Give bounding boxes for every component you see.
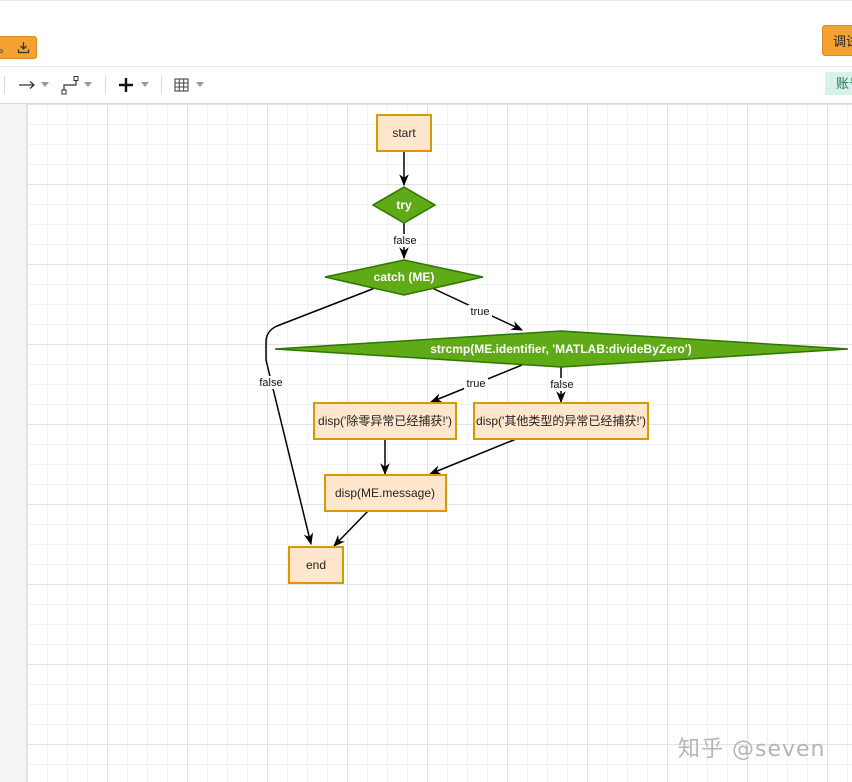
table-grid-icon[interactable] (173, 75, 191, 95)
watermark: 知乎 @seven (678, 737, 826, 762)
node-disp-other-label: disp('其他类型的异常已经捕获!') (476, 413, 646, 428)
edge-disp-msg-end[interactable] (333, 510, 369, 547)
node-try[interactable]: try (371, 186, 437, 224)
edge-label-catch-true: true (471, 306, 490, 318)
node-disp-msg-label: disp(ME.message) (335, 486, 435, 500)
diagram-canvas[interactable]: false true false true false start try ca (27, 104, 852, 782)
toolbar-separator (105, 76, 106, 94)
node-strcmp-label: strcmp(ME.identifier, 'MATLAB:divideByZe… (430, 342, 692, 356)
plus-icon[interactable] (117, 75, 135, 95)
edge-label-bg (258, 376, 285, 389)
edge-label-strcmp-false: false (550, 379, 573, 391)
node-end[interactable]: end (288, 546, 344, 584)
edge-label-bg (392, 234, 418, 247)
chevron-down-icon[interactable] (41, 82, 49, 87)
export-button[interactable]: 。 (0, 36, 37, 59)
node-disp-zero[interactable]: disp('除零异常已经捕获!') (313, 402, 457, 440)
toolbar-separator (161, 76, 162, 94)
node-try-label: try (396, 198, 412, 212)
download-icon (17, 42, 30, 54)
arrow-right-icon[interactable] (18, 75, 38, 95)
nodes: start try catch (ME) strcmp(ME.identifie… (274, 114, 849, 584)
edge-disp-other-disp-msg[interactable] (428, 438, 517, 475)
diagram-toolbar (0, 67, 852, 104)
edge-catch-end[interactable] (265, 287, 376, 546)
node-end-label: end (306, 558, 326, 572)
edge-label-try-false: false (393, 235, 416, 247)
toolbar-separator (4, 76, 5, 94)
node-strcmp[interactable]: strcmp(ME.identifier, 'MATLAB:divideByZe… (274, 330, 849, 368)
edge-label-strcmp-true: true (467, 378, 486, 390)
edge-label-bg (468, 305, 492, 318)
node-disp-msg[interactable]: disp(ME.message) (324, 474, 447, 512)
header-top-border (0, 0, 852, 1)
node-disp-zero-label: disp('除零异常已经捕获!') (318, 413, 452, 428)
node-start[interactable]: start (376, 114, 432, 152)
node-catch-label: catch (ME) (374, 270, 435, 284)
node-disp-other[interactable]: disp('其他类型的异常已经捕获!') (473, 402, 649, 440)
node-start-label: start (392, 126, 416, 140)
edge-label-catch-false: false (259, 377, 282, 389)
edge-labels: false true false true false (258, 234, 576, 391)
flowchart: false true false true false start try ca (258, 114, 849, 584)
debug-button[interactable]: 调试 (822, 25, 852, 56)
edge-label-bg (549, 378, 576, 391)
edge-label-bg (464, 377, 488, 390)
elbow-connector-icon[interactable] (61, 75, 81, 95)
export-button-label: 。 (0, 41, 12, 55)
left-panel-strip (0, 104, 27, 782)
chevron-down-icon[interactable] (141, 82, 149, 87)
chevron-down-icon[interactable] (84, 82, 92, 87)
account-badge[interactable]: 账号 (825, 72, 852, 95)
top-header: 。 调试 (0, 0, 852, 67)
chevron-down-icon[interactable] (196, 82, 204, 87)
node-catch[interactable]: catch (ME) (324, 259, 484, 296)
